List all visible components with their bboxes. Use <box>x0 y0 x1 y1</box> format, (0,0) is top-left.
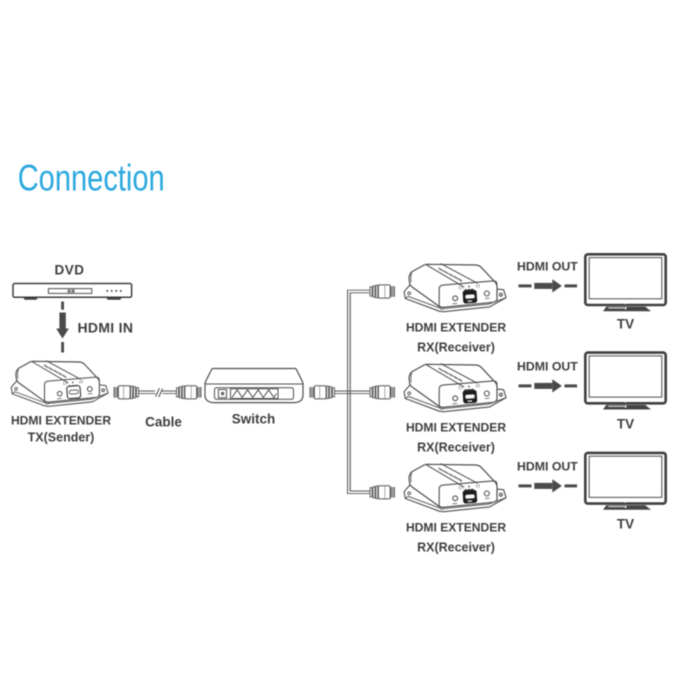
svg-text:RX(Receiver): RX(Receiver) <box>417 441 495 455</box>
svg-text:HDMI OUT: HDMI OUT <box>517 260 578 274</box>
svg-text:TV: TV <box>617 417 634 432</box>
svg-text:TX(Sender): TX(Sender) <box>28 431 95 445</box>
svg-text:HDMI EXTENDER: HDMI EXTENDER <box>406 421 506 435</box>
svg-text:HDMI EXTENDER: HDMI EXTENDER <box>406 321 506 335</box>
svg-text:HDMI OUT: HDMI OUT <box>517 460 578 474</box>
svg-text:RX(Receiver): RX(Receiver) <box>417 341 495 355</box>
svg-text:Cable: Cable <box>145 415 182 430</box>
svg-text:DVD: DVD <box>54 263 84 278</box>
svg-text:HDMI OUT: HDMI OUT <box>517 360 578 374</box>
svg-text:HDMI EXTENDER: HDMI EXTENDER <box>11 414 111 428</box>
svg-text:HDMI IN: HDMI IN <box>78 320 134 336</box>
svg-text:HDMI EXTENDER: HDMI EXTENDER <box>406 521 506 535</box>
svg-text:TV: TV <box>617 517 634 532</box>
svg-text:Switch: Switch <box>232 412 276 427</box>
svg-text:TV: TV <box>617 317 634 332</box>
svg-text:RX(Receiver): RX(Receiver) <box>417 541 495 555</box>
svg-text:Connection: Connection <box>18 158 165 199</box>
